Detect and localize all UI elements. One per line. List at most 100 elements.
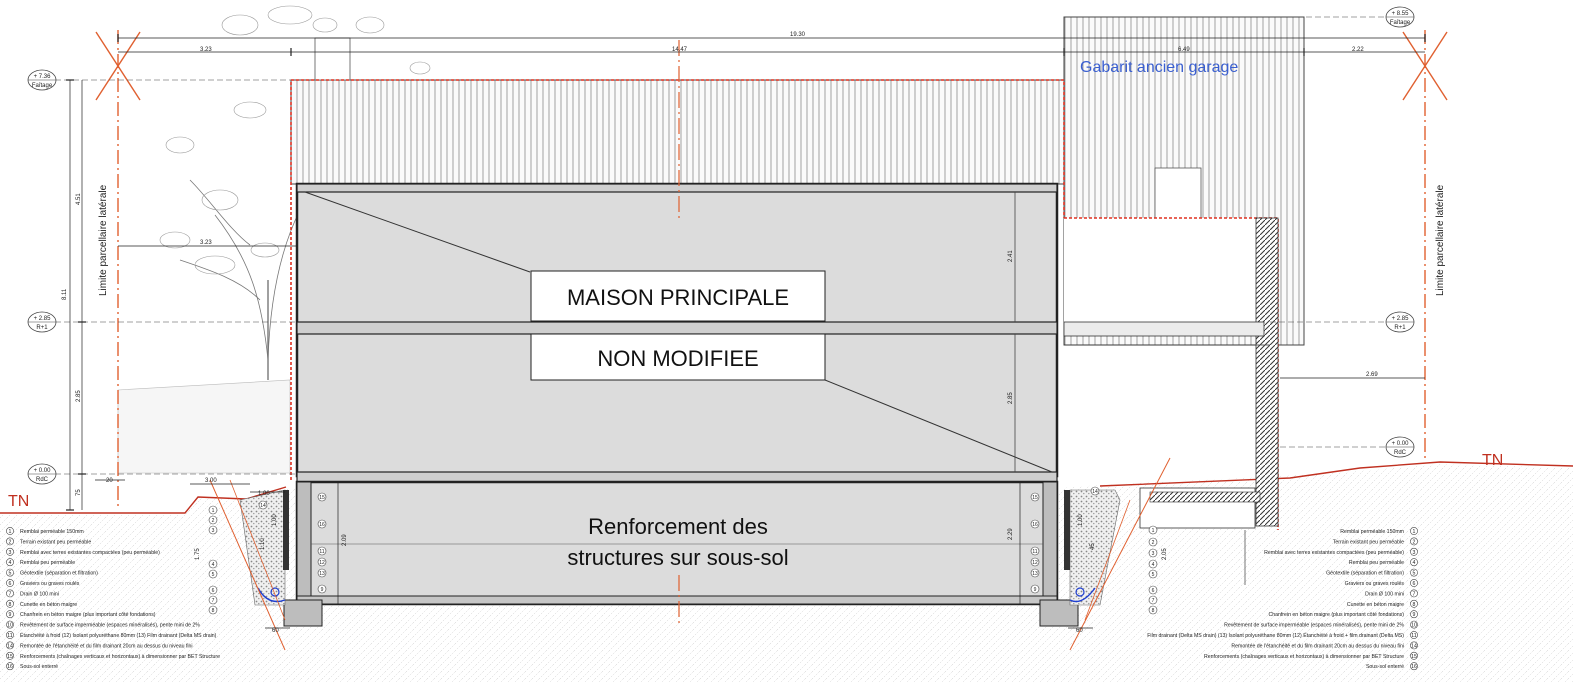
- legend-text: Remontée de l'étanchéité et du film drai…: [20, 643, 193, 649]
- legend-number: 16: [1411, 664, 1417, 670]
- svg-text:2: 2: [212, 518, 215, 524]
- tn-label-right: TN: [1482, 452, 1503, 469]
- legend-text: Terrain existant peu perméable: [20, 539, 91, 545]
- dim-upper-height: 4.51: [76, 193, 82, 205]
- legend-number-badge: [1410, 527, 1418, 535]
- dim-ground-floor-height: 2.85: [76, 390, 82, 402]
- legend-number-badge: [1410, 599, 1418, 608]
- chimney: [314, 37, 351, 81]
- dim-sous-sol-height: 2.09: [342, 534, 348, 546]
- legend-text: Remblai peu perméable: [20, 560, 75, 566]
- svg-text:RdC: RdC: [36, 477, 49, 483]
- dim-small-vert-1: 1.10: [260, 538, 266, 550]
- legend-text: Remblai peu perméable: [1349, 560, 1404, 566]
- legend-number: 6: [9, 581, 12, 587]
- level-marker-r1-left: + 2.85 R+1: [27, 311, 57, 333]
- legend-number: 15: [1411, 654, 1417, 660]
- legend-number-badge: [1410, 610, 1418, 619]
- limite-label-left: Limite parcellaire latérale: [98, 184, 109, 296]
- legend-number-badge: [6, 579, 14, 587]
- svg-text:+ 7.36: + 7.36: [34, 74, 52, 80]
- dim-small-left-1: 1.00: [258, 491, 270, 497]
- legend-text: Film drainant (Delta MS drain) (13) Isol…: [1147, 632, 1404, 639]
- legend-text: Renforcements (chaînages verticaux et ho…: [20, 654, 220, 660]
- legend-item: 3 Remblai avec terres existantes compacté…: [6, 547, 160, 556]
- dim-footing-left: 60: [272, 628, 279, 634]
- svg-text:8: 8: [1152, 608, 1155, 614]
- legend-text: Sous-sol enterré: [1366, 664, 1404, 670]
- svg-text:13: 13: [319, 571, 325, 577]
- legend-text: Cunette en béton maigre: [20, 602, 77, 608]
- svg-text:R+1: R+1: [1394, 325, 1406, 331]
- legend-text: Terrain existant peu perméable: [1333, 539, 1404, 545]
- legend-number: 10: [7, 623, 13, 629]
- level-lines: [55, 16, 1400, 475]
- callouts-right: 14 15 16 11 12 13 9 1 2 3 4 5 6 7 8: [1030, 486, 1158, 615]
- svg-text:12: 12: [1032, 560, 1038, 566]
- svg-text:3: 3: [212, 528, 215, 534]
- legend-number: 1: [1413, 529, 1416, 535]
- svg-text:5: 5: [1152, 572, 1155, 578]
- legend-number-badge: [6, 537, 14, 546]
- legend-item: 16 Sous-sol enterré: [1366, 662, 1418, 670]
- drainage-detail-right: [1064, 457, 1171, 651]
- svg-text:15: 15: [1032, 495, 1038, 501]
- svg-text:11: 11: [1032, 549, 1037, 555]
- dim-overall-width: 19.30: [790, 32, 806, 38]
- dim-small-vert-2: 1.00: [272, 514, 278, 526]
- dim-right-span: 2.69: [1366, 372, 1378, 378]
- legend-number: 11: [1411, 633, 1416, 639]
- svg-text:7: 7: [1152, 598, 1155, 604]
- dim-total-height: 8.11: [62, 288, 68, 300]
- legend-text: Remblai perméable 150mm: [1340, 529, 1404, 535]
- legend-item: 9 Chanfrein en béton maigre (plus importa…: [1268, 610, 1418, 619]
- dim-inner-lower: 2.85: [1008, 392, 1014, 404]
- legend-number: 7: [9, 591, 12, 597]
- dim-garage-width: 6.49: [1178, 47, 1190, 53]
- legend-number-badge: [1410, 641, 1418, 650]
- main-roof-hatch: [290, 79, 1065, 185]
- svg-text:6: 6: [212, 588, 215, 594]
- legend-number: 4: [9, 560, 12, 566]
- renforcement-label-line2: structures sur sous-sol: [567, 545, 788, 570]
- dim-inner-upper: 2.41: [1008, 250, 1014, 262]
- legend-number-badge: [6, 610, 14, 619]
- main-house-outline: [290, 79, 1065, 480]
- dim-main-width: 14.47: [672, 47, 688, 53]
- legend-number-badge: [6, 568, 14, 577]
- legend-number: 3: [9, 550, 12, 556]
- dim-right-offset: 2.22: [1352, 47, 1364, 53]
- callouts-left: 14 15 16 11 12 13 9 1 2 3 4 5 6 7 8: [208, 492, 327, 615]
- legend-number: 11: [7, 633, 12, 639]
- legend-text: Remblai perméable 150mm: [20, 529, 84, 535]
- legend-text: Remblai avec terres existantes compactée…: [1264, 550, 1404, 556]
- legend-number: 9: [9, 612, 12, 618]
- svg-text:15: 15: [319, 495, 325, 501]
- legend-number: 9: [1413, 612, 1416, 618]
- dim-small-right-1: 1.00: [1078, 514, 1084, 526]
- svg-text:+ 0.00: + 0.00: [1392, 441, 1410, 447]
- legend-number-badge: [1410, 537, 1418, 546]
- svg-text:5: 5: [212, 572, 215, 578]
- old-garage-gabarit: [1063, 16, 1305, 585]
- legend-number-badge: [1410, 620, 1418, 629]
- legend-text: Chanfrein en béton maigre (plus importan…: [1268, 612, 1404, 618]
- legend-number: 8: [1413, 602, 1416, 608]
- svg-text:R+1: R+1: [36, 325, 48, 331]
- legend-text: Remblai avec terres existantes compactée…: [20, 550, 160, 556]
- dim-foundation-small: 75: [76, 489, 82, 496]
- property-limit-right: [1402, 30, 1448, 460]
- legend-number-badge: [6, 558, 14, 567]
